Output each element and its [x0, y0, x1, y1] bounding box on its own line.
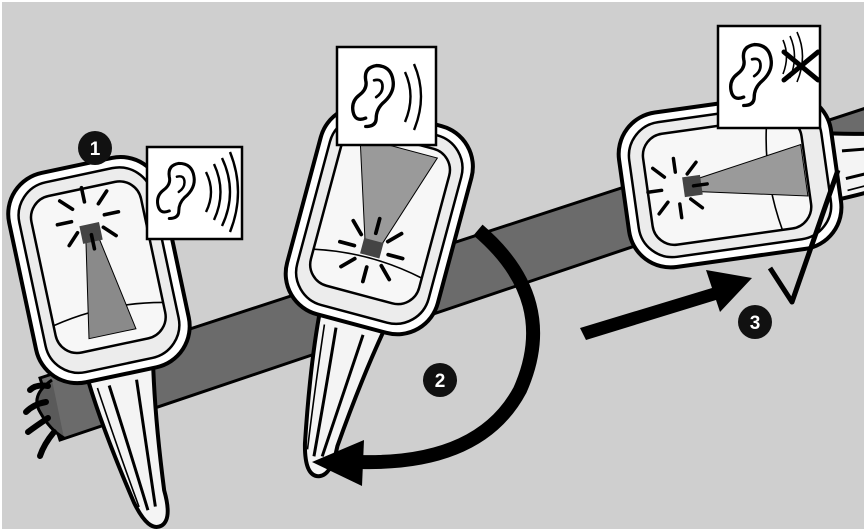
svg-text:1: 1 [90, 139, 101, 160]
wire-4 [37, 429, 57, 459]
cross-icon [781, 49, 821, 83]
wire-1 [27, 382, 51, 393]
sound-indicator-step-3 [716, 24, 822, 130]
step-3-badge: 3 [738, 305, 772, 339]
step-2-badge: 2 [423, 363, 457, 397]
probe-step-1 [0, 147, 233, 531]
sound-indicator-step-1 [145, 145, 244, 241]
slide-arrow-icon [580, 270, 752, 340]
checkmark-icon [767, 169, 841, 305]
sound-indicator-step-2 [335, 45, 438, 147]
probe-step-3 [611, 64, 866, 275]
rotate-arrow-icon [312, 224, 541, 486]
sound-waves-icon [204, 151, 240, 233]
wire-3 [25, 415, 51, 435]
probe-step-2 [233, 94, 485, 497]
sound-waves-icon [403, 63, 423, 131]
step-1-badge: 1 [78, 131, 112, 165]
svg-text:2: 2 [435, 371, 446, 392]
wire-2 [23, 399, 49, 415]
svg-text:3: 3 [750, 313, 761, 334]
